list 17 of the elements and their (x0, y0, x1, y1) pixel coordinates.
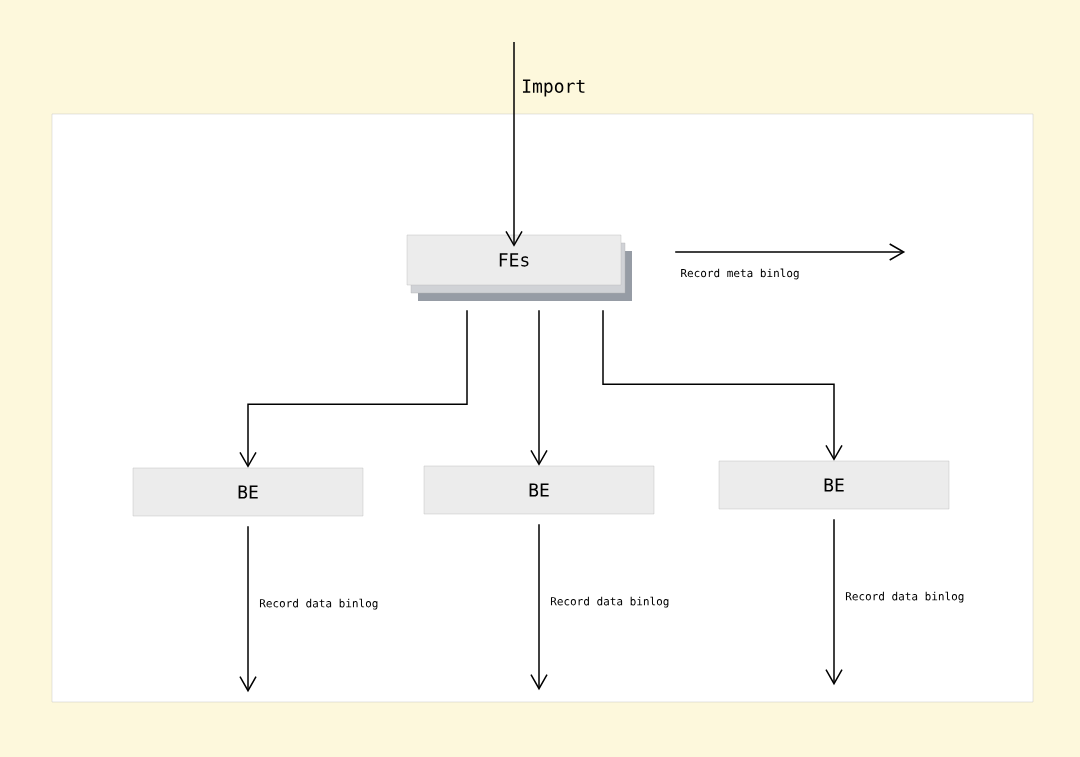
process-box: BE (423, 465, 655, 515)
arrow (239, 525, 257, 693)
process-box: BE (132, 467, 364, 517)
arrow (530, 523, 548, 691)
arrow (505, 41, 523, 247)
edge-label: Record data binlog (259, 598, 378, 610)
process-box: BE (718, 460, 950, 510)
stacked-box: FEs (406, 234, 632, 301)
arrow (674, 243, 906, 261)
arrow (602, 309, 843, 461)
edge-label: Record meta binlog (681, 268, 799, 280)
edge-label: Import (523, 79, 585, 97)
arrow (239, 309, 468, 468)
edge-label: Record data binlog (550, 596, 669, 608)
arrow (530, 309, 548, 466)
arrow (825, 518, 843, 686)
edge-label: Record data binlog (845, 591, 964, 603)
